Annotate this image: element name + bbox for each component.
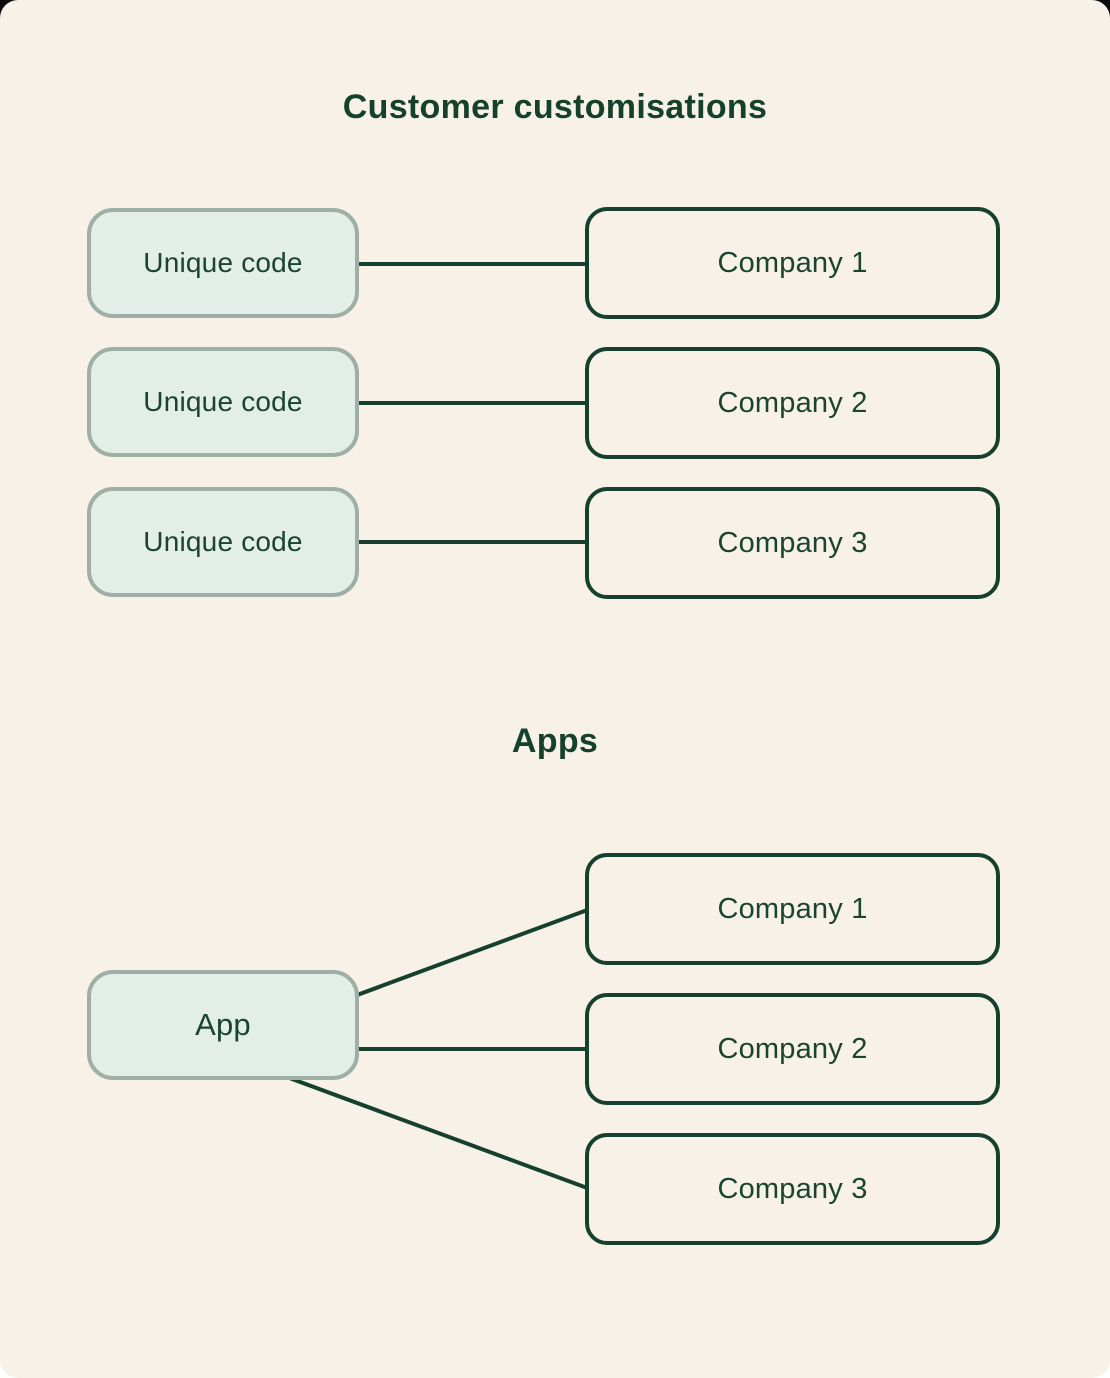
company-label: Company 1	[717, 246, 868, 279]
unique-code-node-3: Unique code	[87, 487, 359, 597]
company-label: Company 3	[717, 526, 868, 559]
company-node-1: Company 1	[585, 207, 1000, 319]
connector-app-company3	[283, 1074, 591, 1191]
unique-code-label: Unique code	[143, 247, 303, 278]
unique-code-node-2: Unique code	[87, 347, 359, 457]
company-label: Company 2	[717, 386, 868, 419]
app-node: App	[87, 970, 359, 1080]
company-node-3: Company 3	[585, 487, 1000, 599]
section-title-customisations: Customer customisations	[342, 88, 768, 126]
unique-code-label: Unique code	[143, 386, 303, 417]
section-title-apps: Apps	[511, 722, 599, 760]
apps-company-node-3: Company 3	[585, 1133, 1000, 1245]
app-label: App	[195, 1007, 251, 1042]
company-label: Company 3	[717, 1172, 868, 1205]
company-node-2: Company 2	[585, 347, 1000, 459]
unique-code-label: Unique code	[143, 526, 303, 557]
company-label: Company 2	[717, 1032, 868, 1065]
apps-company-node-2: Company 2	[585, 993, 1000, 1105]
company-label: Company 1	[717, 892, 868, 925]
unique-code-node-1: Unique code	[87, 208, 359, 318]
apps-company-node-1: Company 1	[585, 853, 1000, 965]
